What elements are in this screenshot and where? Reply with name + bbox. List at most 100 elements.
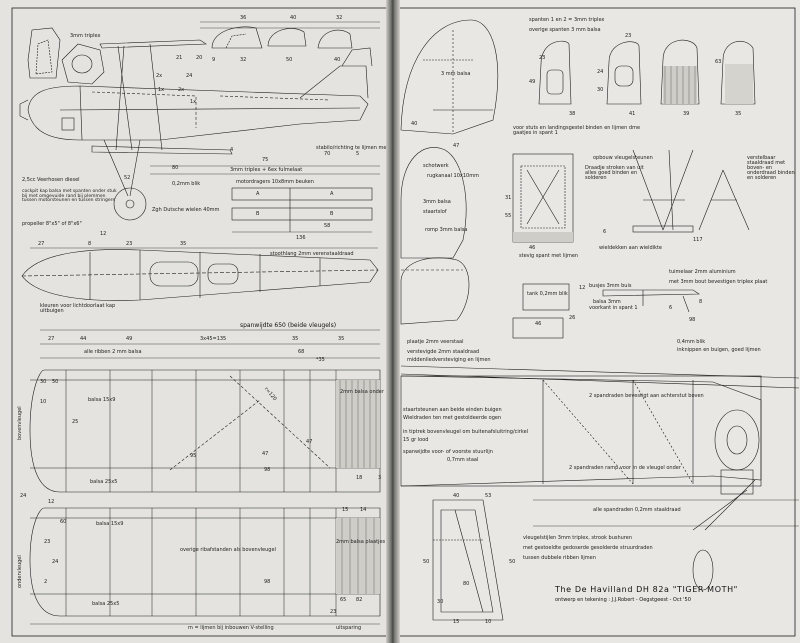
dim: 80 bbox=[172, 165, 179, 171]
rudder-balsa-note: 3 mm balsa bbox=[441, 71, 471, 77]
gear-note: voor stuts en landingsgestel binden en l… bbox=[513, 125, 641, 136]
wire-all-note: alle spandraden 0,2mm staaldraad bbox=[593, 507, 681, 513]
tail-skid-label: staartslof bbox=[423, 209, 447, 215]
spars-note-2: overige spanten 3 mm balsa bbox=[529, 27, 601, 33]
dim: 40 bbox=[290, 15, 297, 21]
dim: 98 bbox=[264, 579, 271, 585]
lower-wing-wire-note: 2 spandraden ramp voor in de vleugel ond… bbox=[569, 465, 681, 471]
dim: 2x bbox=[178, 87, 185, 93]
rudder-plate-note: plaatje 2mm veerstaal bbox=[407, 339, 464, 345]
lower-wing-label: ondervleugel bbox=[17, 555, 23, 588]
engine-note: 2,5cc Veerhosen diesel bbox=[22, 177, 80, 183]
dim: 20 bbox=[196, 55, 203, 61]
dim: 32 bbox=[240, 57, 247, 63]
dim: 52 bbox=[124, 175, 131, 181]
left-page-drawing bbox=[11, 7, 389, 637]
dim: B bbox=[256, 211, 260, 217]
upper-wing-wire-note: 2 spandraden bevestigt aan achterstut bo… bbox=[589, 393, 704, 399]
dim: 4 bbox=[230, 147, 234, 153]
wing-wire-note: 0,4mm blik bbox=[677, 339, 706, 345]
strut-spec-note-3: tussen dubbele ribben lijmen bbox=[523, 555, 596, 561]
strut-spec-note: vleugelstijlen 3mm triplex, strook bushu… bbox=[523, 535, 632, 541]
dim: 95 bbox=[190, 453, 197, 459]
dim: 46 bbox=[529, 245, 536, 251]
dim: *35 bbox=[316, 357, 325, 363]
aluminium-note-2: met 3mm bout bevestigen triplex plaat bbox=[669, 279, 768, 285]
dim: 9 bbox=[212, 57, 216, 63]
dim: 40 bbox=[334, 57, 341, 63]
dim: 49 bbox=[126, 336, 133, 342]
dim: 24 bbox=[186, 73, 193, 79]
dim: 27 bbox=[48, 336, 55, 342]
dim: 24 bbox=[597, 69, 604, 75]
book-gutter bbox=[386, 0, 400, 643]
wheel-note: Zgh Dutsche wielen 40mm bbox=[152, 207, 220, 213]
dim: 24 bbox=[52, 559, 59, 565]
dim: 3mm triplex bbox=[70, 33, 101, 39]
dim: 36 bbox=[240, 15, 247, 21]
dim: 15 bbox=[342, 507, 349, 513]
dim: 50 bbox=[509, 559, 516, 565]
span-note: spanwijdte 650 (beide vleugels) bbox=[240, 322, 337, 329]
dim: 53 bbox=[485, 493, 492, 499]
spars-note: spanten 1 en 2 = 3mm triplex bbox=[529, 17, 605, 23]
dim: 35 bbox=[292, 336, 299, 342]
dim: 10 bbox=[40, 399, 47, 405]
dim: 31 bbox=[505, 195, 512, 201]
dim: 1x bbox=[190, 99, 197, 105]
spar-bottom2-label: balsa 25x5 bbox=[92, 601, 120, 607]
fuse-top-note: 3mm balsa bbox=[423, 199, 451, 205]
dim: 98 bbox=[264, 467, 271, 473]
fin-tip-note: opbouw vleugelsteunen bbox=[593, 155, 653, 161]
cover-note: kleuren voor lichtdoorlaat kap uitbuigen bbox=[40, 303, 116, 314]
dim: 65 bbox=[340, 597, 347, 603]
dim: 44 bbox=[80, 336, 87, 342]
left-page: 2,5cc Veerhosen diesel cockpit kap balsa… bbox=[0, 0, 393, 643]
dim: 12 bbox=[48, 499, 55, 505]
dim: 98 bbox=[689, 317, 696, 323]
fin-tip-note-2: Draadje stroken van uit alles goed binde… bbox=[585, 165, 644, 181]
dim: 23 bbox=[330, 609, 337, 615]
ribs-other-note: overige ribafstanden als bovenvleugel bbox=[180, 547, 276, 553]
strut-spec-note-2: met gestoeldte gedoserde gesolderde stru… bbox=[523, 545, 653, 551]
balsa-line-note: balsa 3mm bbox=[593, 299, 621, 305]
dim: 35 bbox=[338, 336, 345, 342]
dim: 3 bbox=[378, 475, 382, 481]
right-page: spanten 1 en 2 = 3mm triplex overige spa… bbox=[393, 0, 800, 643]
ribs-note: alle ribben 2 mm balsa bbox=[84, 349, 142, 355]
spar-spacer-note: rugkanaal 10x10mm bbox=[427, 173, 479, 179]
tipping-note: in tiptrek bovenvleugel om buitenafsluit… bbox=[403, 429, 529, 435]
dim: 80 bbox=[463, 581, 470, 587]
front-line-note: spanwijdte voor- of voorste stuurlijn bbox=[403, 449, 493, 455]
dim: 40 bbox=[411, 121, 418, 127]
dim: 82 bbox=[356, 597, 363, 603]
dim: 5 bbox=[356, 151, 360, 157]
drawing-title: The De Havilland DH 82a "TIGER MOTH" bbox=[555, 585, 738, 594]
dim: 40 bbox=[453, 493, 460, 499]
dim: 12 bbox=[100, 231, 107, 237]
dim: 21 bbox=[176, 55, 183, 61]
dim: 2 bbox=[44, 579, 48, 585]
dim: 46 bbox=[535, 321, 542, 327]
fuse-frame-note: schotwerk bbox=[423, 163, 449, 169]
upper-wing-label: bovenvleugel bbox=[17, 406, 23, 440]
rudder-label: romp 3mm balsa bbox=[425, 227, 468, 233]
hinge-note: middenliedversteviging en lijmen bbox=[407, 357, 491, 363]
dim: 35 bbox=[735, 111, 742, 117]
dim: 68 bbox=[298, 349, 305, 355]
bottom-note: m = lijmen bij inbouwen V-stelling bbox=[188, 625, 274, 631]
strut-note: 3mm triplex + 6ex fulmelaat bbox=[230, 167, 303, 173]
dim: 136 bbox=[296, 235, 306, 241]
title-block: The De Havilland DH 82a "TIGER MOTH" ont… bbox=[555, 585, 765, 603]
dim: 2x bbox=[156, 73, 163, 79]
dim: 6 bbox=[669, 305, 673, 311]
spant-front-note: voorkant in spant 1 bbox=[589, 305, 638, 311]
aluminium-note: tuimelaar 2mm aluminium bbox=[669, 269, 736, 275]
dim: 12 bbox=[579, 285, 586, 291]
dim: 58 bbox=[324, 223, 331, 229]
dim: 39 bbox=[683, 111, 690, 117]
dim: 1x bbox=[158, 87, 165, 93]
strut-note-2: Wieldraden ten met gestoldeerde ogen bbox=[403, 415, 502, 421]
dim: 63 bbox=[715, 59, 722, 65]
